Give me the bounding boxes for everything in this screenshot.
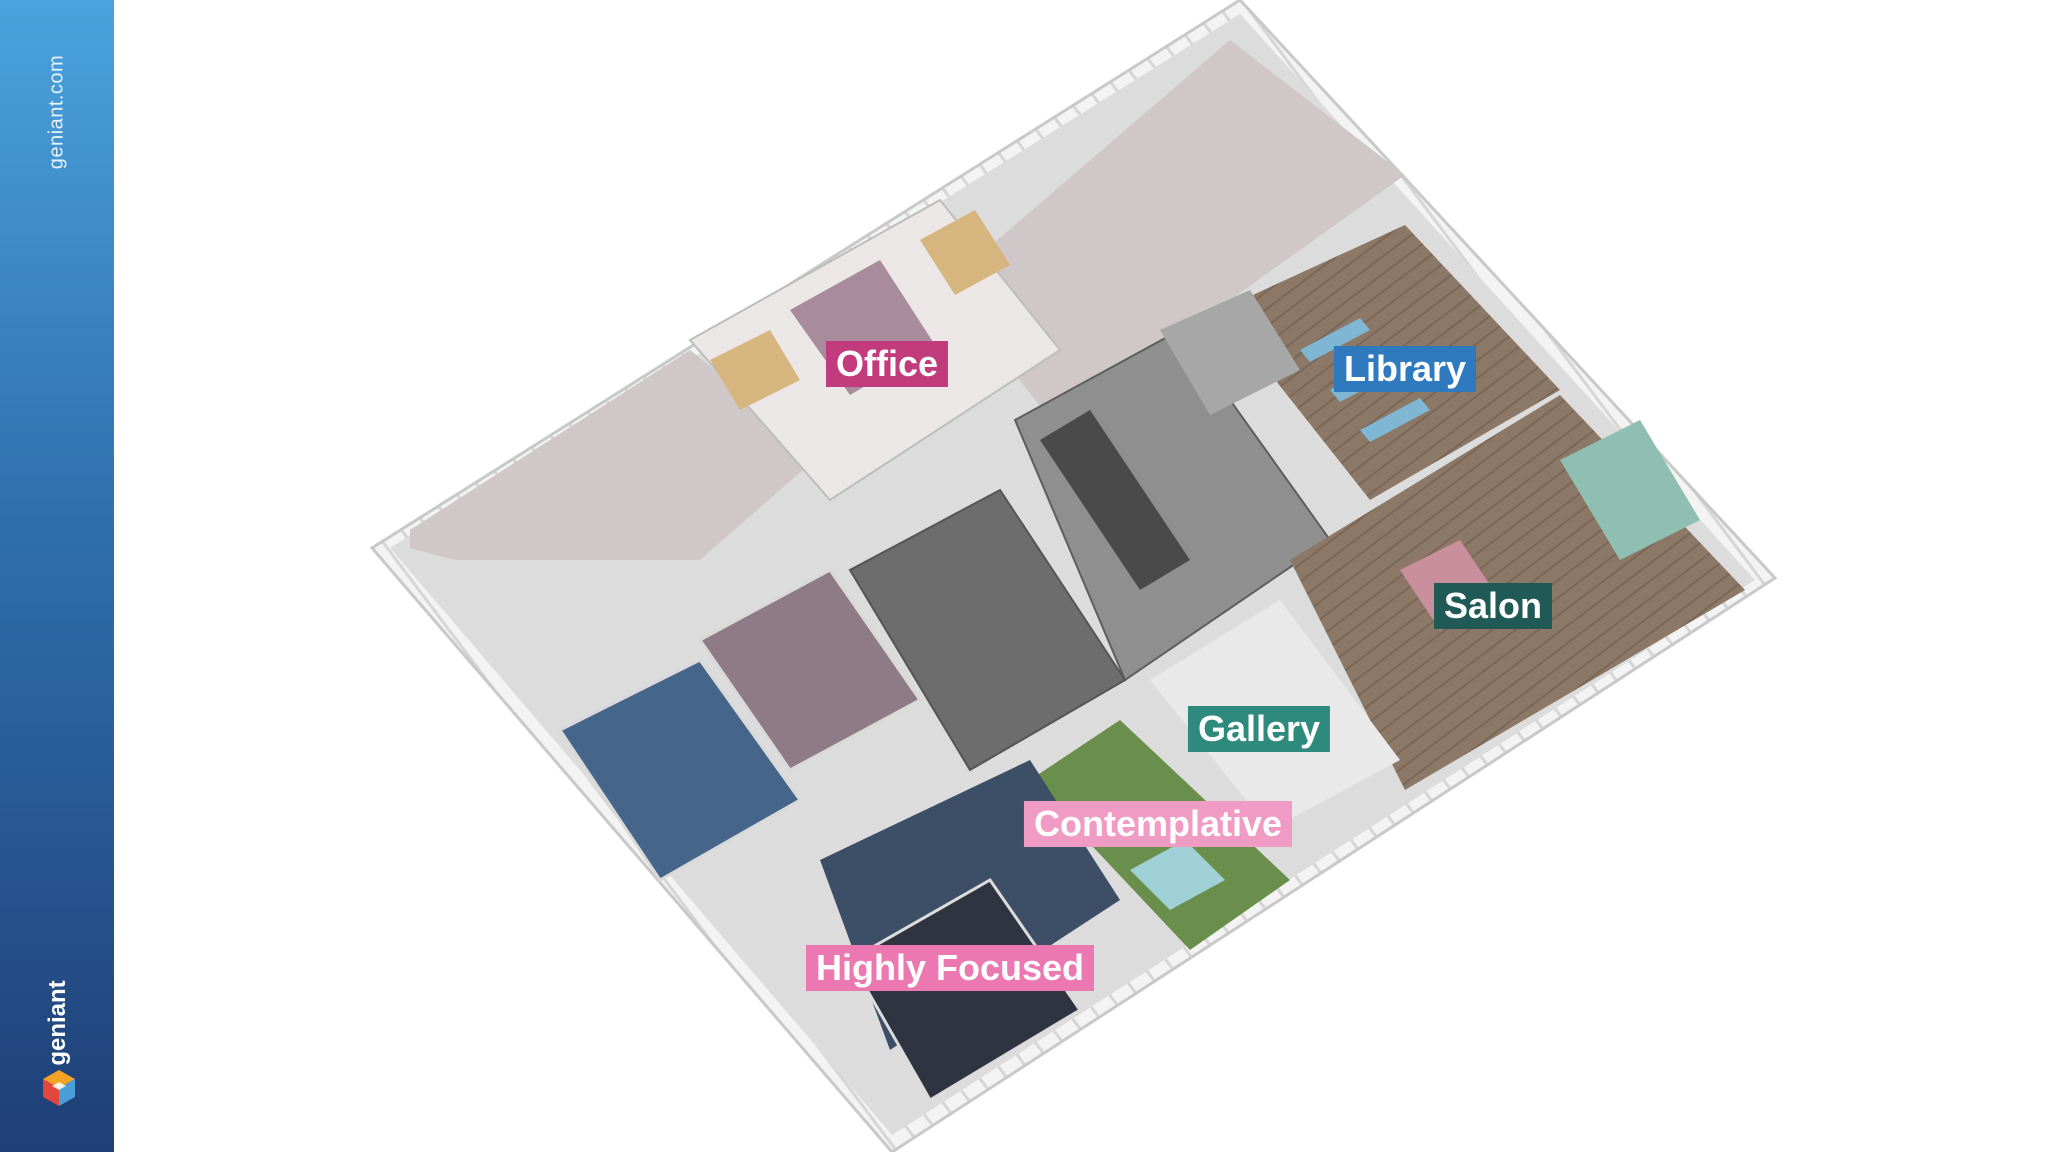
gallery-label: Gallery	[1187, 706, 1331, 752]
stair-block	[1160, 290, 1300, 415]
contemplative-label: Contemplative	[1023, 801, 1293, 847]
library-label: Library	[1333, 346, 1477, 392]
sidebar: geniant.com geniant	[0, 0, 114, 1152]
library-shelves-3	[1360, 398, 1430, 442]
meeting-rooms-mid	[697, 568, 923, 772]
office-open-plan-floor-top	[945, 40, 1405, 425]
geniant-logo-icon	[43, 1070, 75, 1106]
office-label: Office	[825, 341, 949, 387]
core-lower	[848, 488, 1127, 772]
meeting-room-floor-3	[920, 210, 1010, 295]
meeting-rooms-left	[557, 658, 803, 882]
highly-focused-label: Highly Focused	[805, 945, 1095, 991]
office-open-plan-floor-left	[410, 350, 820, 560]
salon-label: Salon	[1433, 583, 1553, 629]
salon-lounge	[1560, 420, 1700, 560]
library-shelves-1	[1300, 318, 1370, 362]
meeting-room-floor-2	[710, 330, 800, 410]
elevator-shaft	[1040, 410, 1190, 590]
garden-pool	[1130, 840, 1225, 910]
